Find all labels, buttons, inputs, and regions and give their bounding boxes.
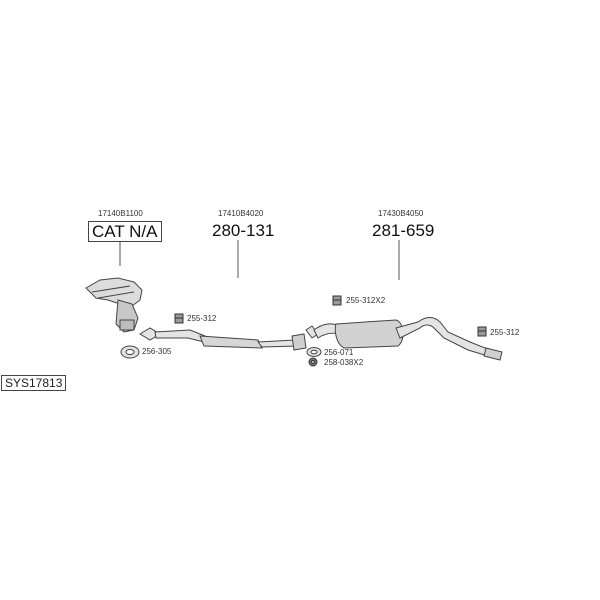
fitting-code-gasket-front[interactable]: 256-305 xyxy=(142,347,172,356)
system-code: SYS17813 xyxy=(1,375,67,391)
fitting-code-clamp-rear[interactable]: 255-312X2 xyxy=(346,296,386,305)
front-pipe-middle-silencer-part xyxy=(139,327,307,351)
part-number-catalyst[interactable]: CAT N/A xyxy=(88,221,162,242)
clamp-icon xyxy=(332,295,342,306)
part-number-front-pipe[interactable]: 280-131 xyxy=(212,221,275,240)
gasket-ring-icon xyxy=(306,347,322,357)
oe-number-rear-silencer: 17430B4050 xyxy=(378,209,424,218)
part-number-rear-silencer[interactable]: 281-659 xyxy=(372,221,435,240)
clamp-icon xyxy=(174,313,184,324)
clamp-icon xyxy=(477,326,487,337)
fitting-code-clamp-tail[interactable]: 255-312 xyxy=(490,328,520,337)
gasket-256-305-part xyxy=(120,345,140,359)
oe-number-catalyst: 17140B1100 xyxy=(98,209,143,218)
oe-number-front-pipe: 17410B4020 xyxy=(218,209,264,218)
fitting-code-rubber-mount[interactable]: 258-038X2 xyxy=(324,358,364,367)
fitting-code-gasket-rear[interactable]: 256-071 xyxy=(324,348,354,357)
manifold-catalyst-part xyxy=(85,277,143,333)
fitting-code-clamp-front[interactable]: 255-312 xyxy=(187,314,217,323)
rear-silencer-part xyxy=(305,317,503,361)
rubber-mount-icon xyxy=(308,357,318,367)
